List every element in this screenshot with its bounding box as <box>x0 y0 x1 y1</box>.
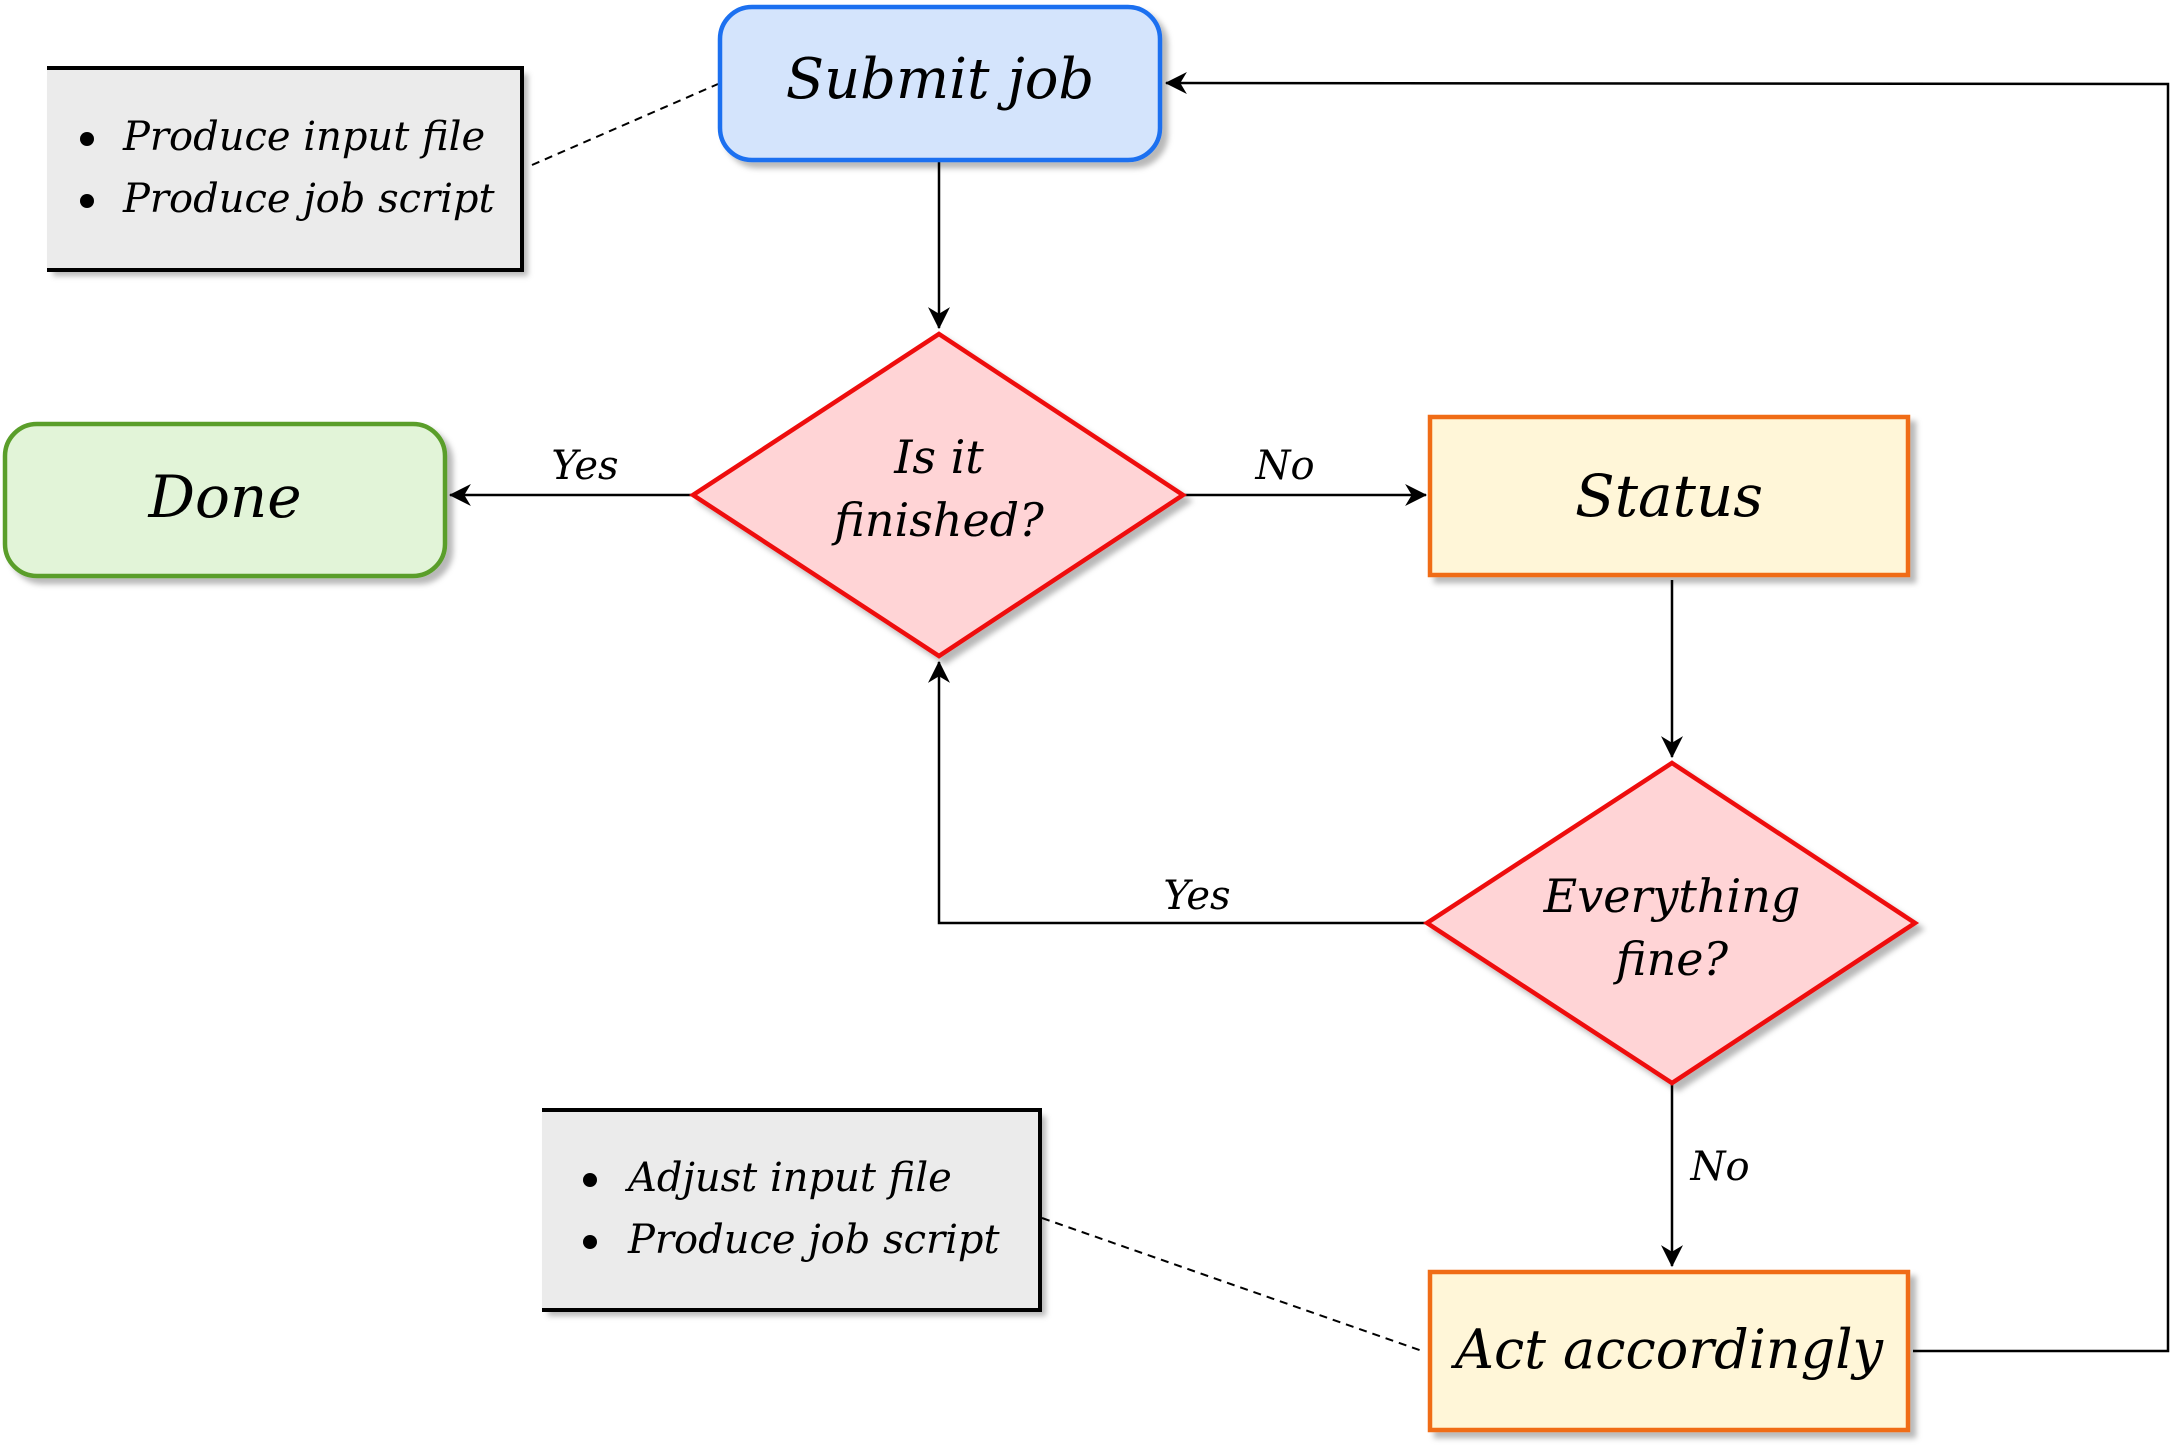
node-status-label: Status <box>1575 462 1763 530</box>
note-connector-top <box>531 83 719 166</box>
node-everything-fine-shape <box>1422 760 1920 1086</box>
node-status: Status <box>1427 414 1911 578</box>
node-act-accordingly-label: Act accordingly <box>1450 1318 1885 1381</box>
note-connector-bottom <box>1041 1217 1426 1353</box>
note-bottom-frame <box>542 1108 1042 1312</box>
note-bottom-bullet <box>583 1173 597 1187</box>
edge-label-finished-no: No <box>1254 443 1314 489</box>
note-top: Produce input file Produce job script <box>47 66 524 272</box>
node-is-it-finished-shape <box>688 331 1188 659</box>
edge-label-everything-yes: Yes <box>1163 873 1230 919</box>
node-is-it-finished-line1: Is it <box>893 430 984 484</box>
node-is-it-finished: Is it finished? <box>688 331 1188 659</box>
note-top-item-2: Produce job script <box>122 176 496 222</box>
node-status-shape <box>1427 414 1911 578</box>
note-top-box <box>47 68 522 270</box>
node-act-accordingly: Act accordingly <box>1427 1269 1911 1433</box>
node-done-label: Done <box>147 463 301 531</box>
node-done: Done <box>2 421 448 579</box>
note-top-bullet <box>80 132 94 146</box>
node-everything-fine: Everything fine? <box>1422 760 1920 1086</box>
node-everything-fine-line2: fine? <box>1613 932 1729 986</box>
note-bottom: Adjust input file Produce job script <box>542 1108 1042 1312</box>
edge-label-everything-no: No <box>1689 1144 1749 1190</box>
note-bottom-bullet <box>583 1235 597 1249</box>
node-submit-job: Submit job <box>717 4 1163 163</box>
node-submit-job-shape <box>717 4 1163 163</box>
edge-label-finished-yes: Yes <box>551 443 618 489</box>
node-act-accordingly-shape <box>1427 1269 1911 1433</box>
node-done-shape <box>2 421 448 579</box>
edge-everything-to-finished <box>928 660 1427 925</box>
node-is-it-finished-line2: finished? <box>831 493 1044 547</box>
note-bottom-item-2: Produce job script <box>627 1217 1001 1263</box>
node-everything-fine-line1: Everything <box>1543 869 1801 923</box>
note-top-item-1: Produce input file <box>122 114 485 160</box>
edge-act-to-submit <box>1164 72 2170 1353</box>
note-top-bullet <box>80 194 94 208</box>
note-top-frame <box>47 66 524 272</box>
note-bottom-box <box>542 1110 1040 1310</box>
note-bottom-item-1: Adjust input file <box>624 1155 952 1201</box>
node-submit-job-label: Submit job <box>786 47 1095 112</box>
